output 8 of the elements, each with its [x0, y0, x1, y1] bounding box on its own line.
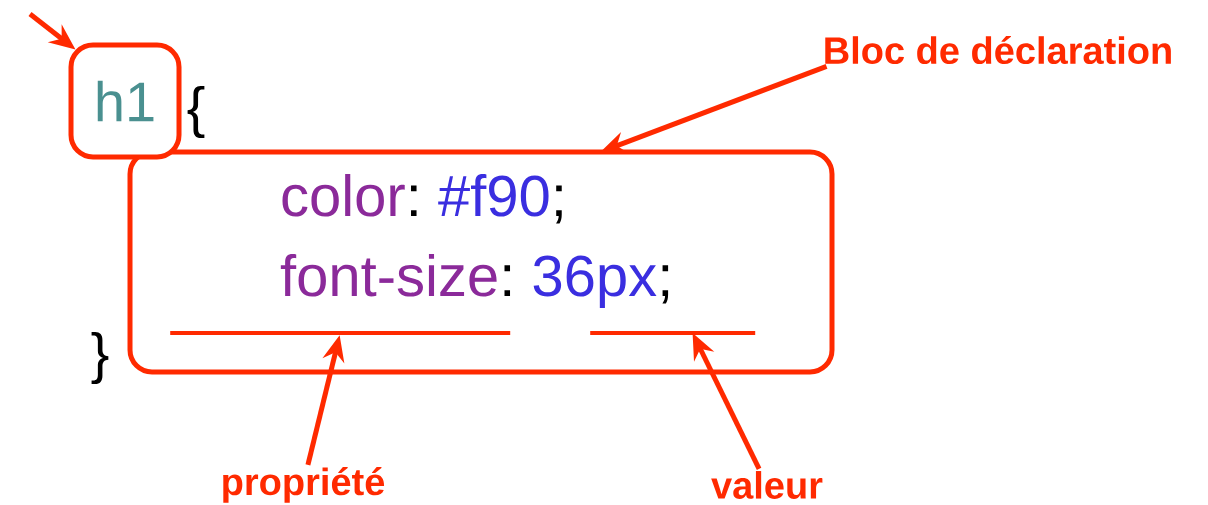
declaration-block: color: #f90; font-size: 36px; [127, 149, 835, 375]
annotation-label: Bloc de déclaration [825, 35, 1171, 65]
annotation-label: propriété [223, 467, 385, 503]
annotation-label: valeur [711, 471, 823, 499]
underline [170, 331, 511, 335]
underline [590, 331, 756, 335]
brace: } [91, 331, 109, 385]
selector-box: h1 [68, 42, 182, 160]
